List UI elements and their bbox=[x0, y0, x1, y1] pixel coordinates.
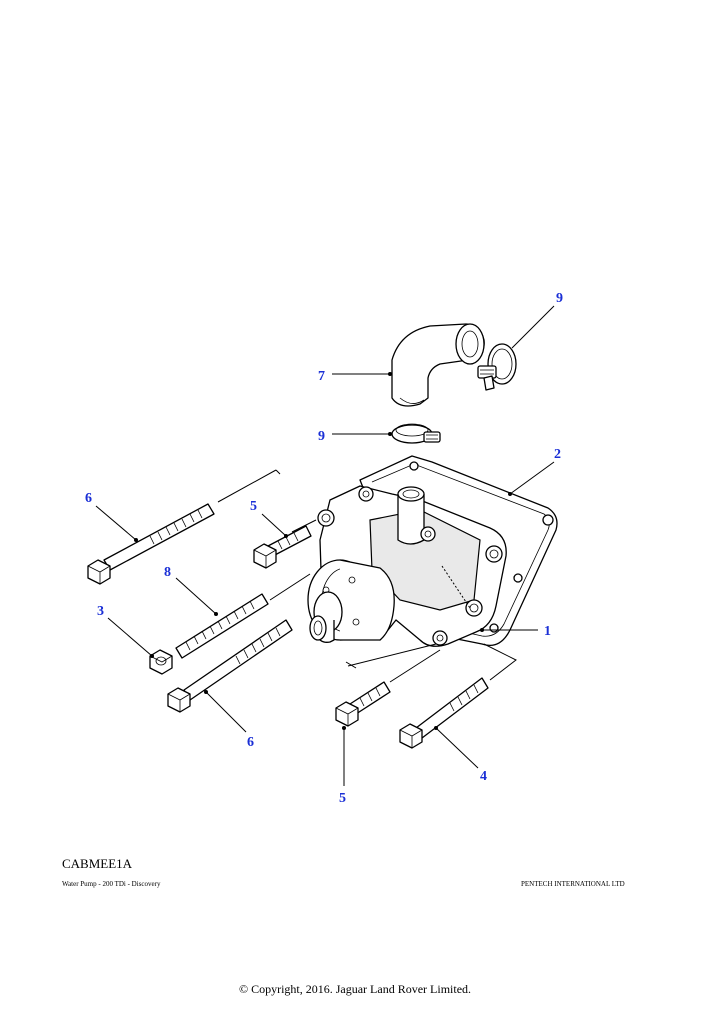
diagram-title: Water Pump - 200 TDi - Discovery bbox=[62, 880, 161, 888]
diagram-reference-code: CABMEE1A bbox=[62, 856, 133, 871]
callout-6-lower-bolt: 6 bbox=[247, 735, 254, 750]
hose-clip-upper bbox=[477, 343, 517, 391]
bolt-short-lower bbox=[335, 681, 391, 727]
callout-8-stud: 8 bbox=[164, 565, 171, 580]
bolt-long-upper bbox=[87, 503, 215, 585]
callout-9-upper-clip: 9 bbox=[556, 291, 563, 306]
leader-lines bbox=[95, 305, 555, 786]
bolt-long-lower bbox=[167, 619, 293, 713]
coolant-hose bbox=[391, 323, 485, 407]
publisher-name: PENTECH INTERNATIONAL LTD bbox=[521, 880, 625, 888]
bolt-medium-lower bbox=[399, 677, 489, 749]
hose-clip-lower bbox=[391, 423, 441, 444]
callout-labels: 9 7 9 2 6 5 8 3 1 6 5 4 bbox=[85, 291, 563, 806]
callout-4-bolt: 4 bbox=[480, 769, 487, 784]
copyright-notice: © Copyright, 2016. Jaguar Land Rover Lim… bbox=[238, 982, 472, 996]
bolt-short-upper bbox=[253, 525, 312, 569]
callout-5-upper-bolt: 5 bbox=[250, 499, 257, 514]
callout-5-lower-bolt: 5 bbox=[339, 791, 346, 806]
callout-3-nut: 3 bbox=[97, 604, 104, 619]
assembly-guide-lines bbox=[217, 469, 517, 683]
callout-9-lower-clip: 9 bbox=[318, 429, 325, 444]
nut bbox=[149, 649, 173, 675]
callout-6-upper-bolt: 6 bbox=[85, 491, 92, 506]
stud bbox=[175, 593, 269, 659]
callout-1-water-pump: 1 bbox=[544, 624, 551, 639]
callout-2-gasket: 2 bbox=[554, 447, 561, 462]
callout-7-hose: 7 bbox=[318, 369, 325, 384]
water-pump bbox=[307, 485, 507, 647]
